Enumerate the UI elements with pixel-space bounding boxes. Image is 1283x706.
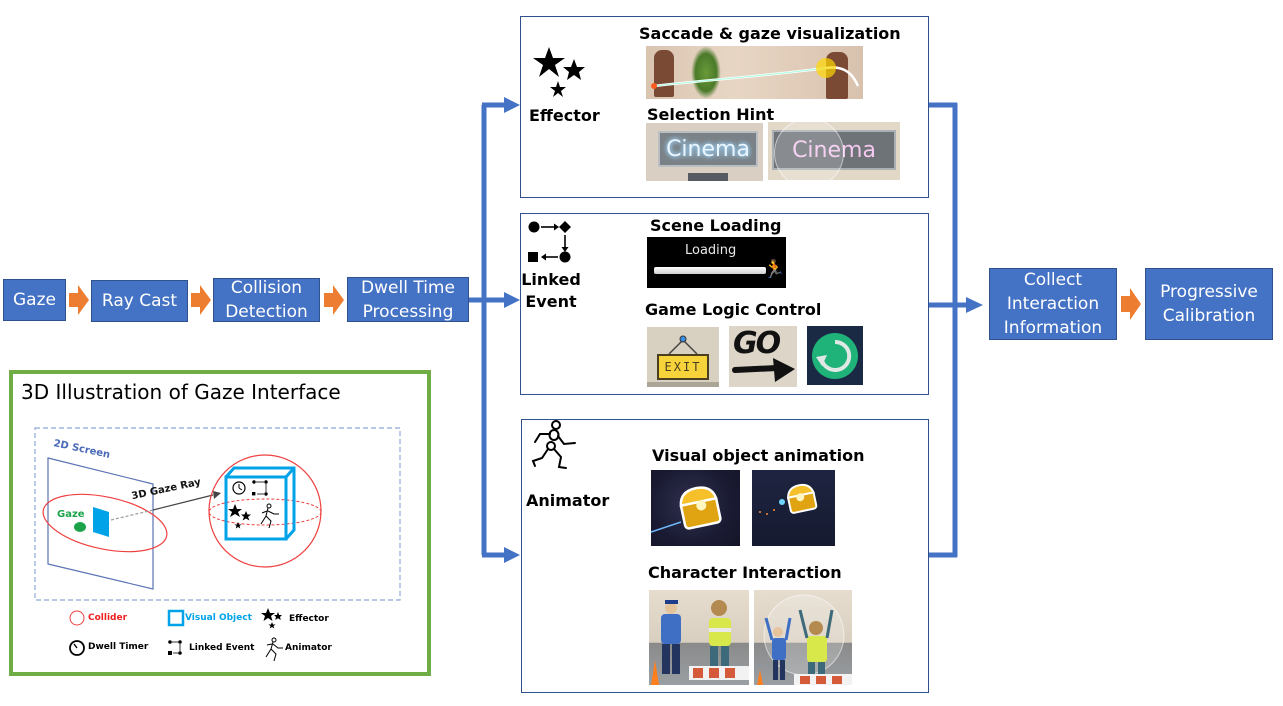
floor-strip <box>647 382 719 387</box>
running-stick-figure-icon <box>531 420 576 469</box>
step-dwell-time-processing: Dwell Time Processing <box>347 277 469 322</box>
treasure-chest-icon <box>651 486 722 533</box>
restart-icon[interactable] <box>810 331 860 381</box>
exit-sign-hanger-icon <box>668 335 698 355</box>
step-arrow-2 <box>191 285 211 315</box>
gaze-ray-dashed <box>110 509 154 521</box>
sphere-equator <box>208 498 322 526</box>
running-figure-icon: 🏃 <box>763 259 786 279</box>
loading-text: Loading <box>685 243 737 258</box>
visual-object-square-icon <box>167 609 185 627</box>
step-arrow-3 <box>324 285 344 315</box>
step-progressive-calibration: Progressive Calibration <box>1145 268 1273 340</box>
step-arrow-4 <box>1121 288 1141 320</box>
exit-sign-text: EXIT <box>657 354 709 380</box>
cube-effector-icon <box>228 504 251 529</box>
screen-plane <box>47 457 154 590</box>
cinema-sign-highlight-screenshot: Cinema <box>768 122 900 180</box>
section-title-saccade: Saccade & gaze visualization <box>639 24 901 43</box>
legend-visual-object: Visual Object <box>185 613 252 623</box>
effector-stars-icon <box>261 608 282 629</box>
step-collision-detection: Collision Detection <box>213 278 320 322</box>
linked-event-panel: Linked Event Scene Loading Loading 🏃 Gam… <box>520 213 929 395</box>
legend-linked-event: Linked Event <box>189 643 255 653</box>
illustration-panel: 3D Illustration of Gaze Interface <box>9 370 431 676</box>
collider-circle-icon <box>69 610 85 626</box>
section-title-selection-hint: Selection Hint <box>647 105 775 124</box>
step-arrow-1 <box>69 285 89 315</box>
characters-arms-raised-screenshot <box>754 590 852 685</box>
branch-arrow-animator <box>504 547 520 563</box>
linked-event-icon <box>168 640 182 655</box>
gaze-label: Gaze <box>57 509 85 520</box>
go-arrow-icon <box>732 358 795 382</box>
branch-arrow-effector <box>504 97 520 113</box>
exit-sign-screenshot: EXIT <box>647 327 719 387</box>
legend-animator: Animator <box>285 643 332 653</box>
section-title-visual-object-animation: Visual object animation <box>652 446 865 465</box>
selection-hint-circle <box>774 122 844 180</box>
legend-collider: Collider <box>88 613 128 623</box>
treasure-chest-small-icon <box>759 483 818 515</box>
screen-collider-ellipse <box>42 493 168 553</box>
saccade-trail-screenshot <box>646 46 863 99</box>
animator-figure-icon <box>265 637 283 662</box>
legend-icons <box>69 608 283 662</box>
three-stars-icon <box>533 47 585 97</box>
legend-dwell-timer: Dwell Timer <box>88 642 149 652</box>
characters-standing-figures <box>651 600 749 685</box>
cinema-sign-text: Cinema <box>658 131 758 167</box>
animator-label: Animator <box>526 491 610 510</box>
effector-panel: Effector Saccade & gaze visualization Se… <box>520 16 929 198</box>
cube-timer-icon <box>232 481 246 495</box>
section-title-character-interaction: Character Interaction <box>648 563 842 582</box>
loading-bar-screenshot: Loading 🏃 <box>647 237 786 288</box>
screen-visual-object <box>93 507 109 537</box>
gaze-point <box>74 522 86 532</box>
illustration-title: 3D Illustration of Gaze Interface <box>21 380 341 404</box>
go-text: GO <box>733 326 781 361</box>
section-title-game-logic-control: Game Logic Control <box>645 300 822 319</box>
scene-bounds-dashed <box>34 427 401 601</box>
dwell-timer-icon <box>69 640 85 656</box>
gaze-trail <box>651 58 860 89</box>
restart-button-screenshot <box>807 326 863 385</box>
gaze-interface-diagram <box>34 427 401 601</box>
step-collect-interaction-information: Collect Interaction Information <box>989 268 1117 340</box>
go-arrow-screenshot: GO <box>729 326 797 387</box>
section-title-scene-loading: Scene Loading <box>650 216 782 235</box>
merge-arrow <box>966 297 983 313</box>
step-ray-cast: Ray Cast <box>91 280 188 322</box>
step-gaze: Gaze <box>3 279 66 321</box>
characters-standing-screenshot <box>649 590 749 685</box>
effector-label: Effector <box>529 106 600 125</box>
plant <box>691 46 721 99</box>
linked-event-label: Linked Event <box>521 270 581 311</box>
cinema-sign-glow-screenshot: Cinema <box>646 123 763 181</box>
gaze-ray <box>152 494 214 511</box>
animator-panel: Animator Visual object animation Charact… <box>521 419 929 693</box>
legend-effector: Effector <box>289 614 329 624</box>
door-frame <box>688 173 728 181</box>
loading-progress-bar <box>654 267 766 274</box>
characters-arms-raised-figures <box>757 594 852 685</box>
cube-linked-event-icon <box>252 480 268 496</box>
treasure-chest-small-screenshot <box>752 470 835 546</box>
visual-object-cube <box>224 466 296 541</box>
branch-arrow-linked-event <box>504 292 520 308</box>
cube-animator-icon <box>260 503 279 529</box>
linked-event-flow-icon <box>528 221 571 263</box>
treasure-chest-large-screenshot <box>651 470 740 546</box>
